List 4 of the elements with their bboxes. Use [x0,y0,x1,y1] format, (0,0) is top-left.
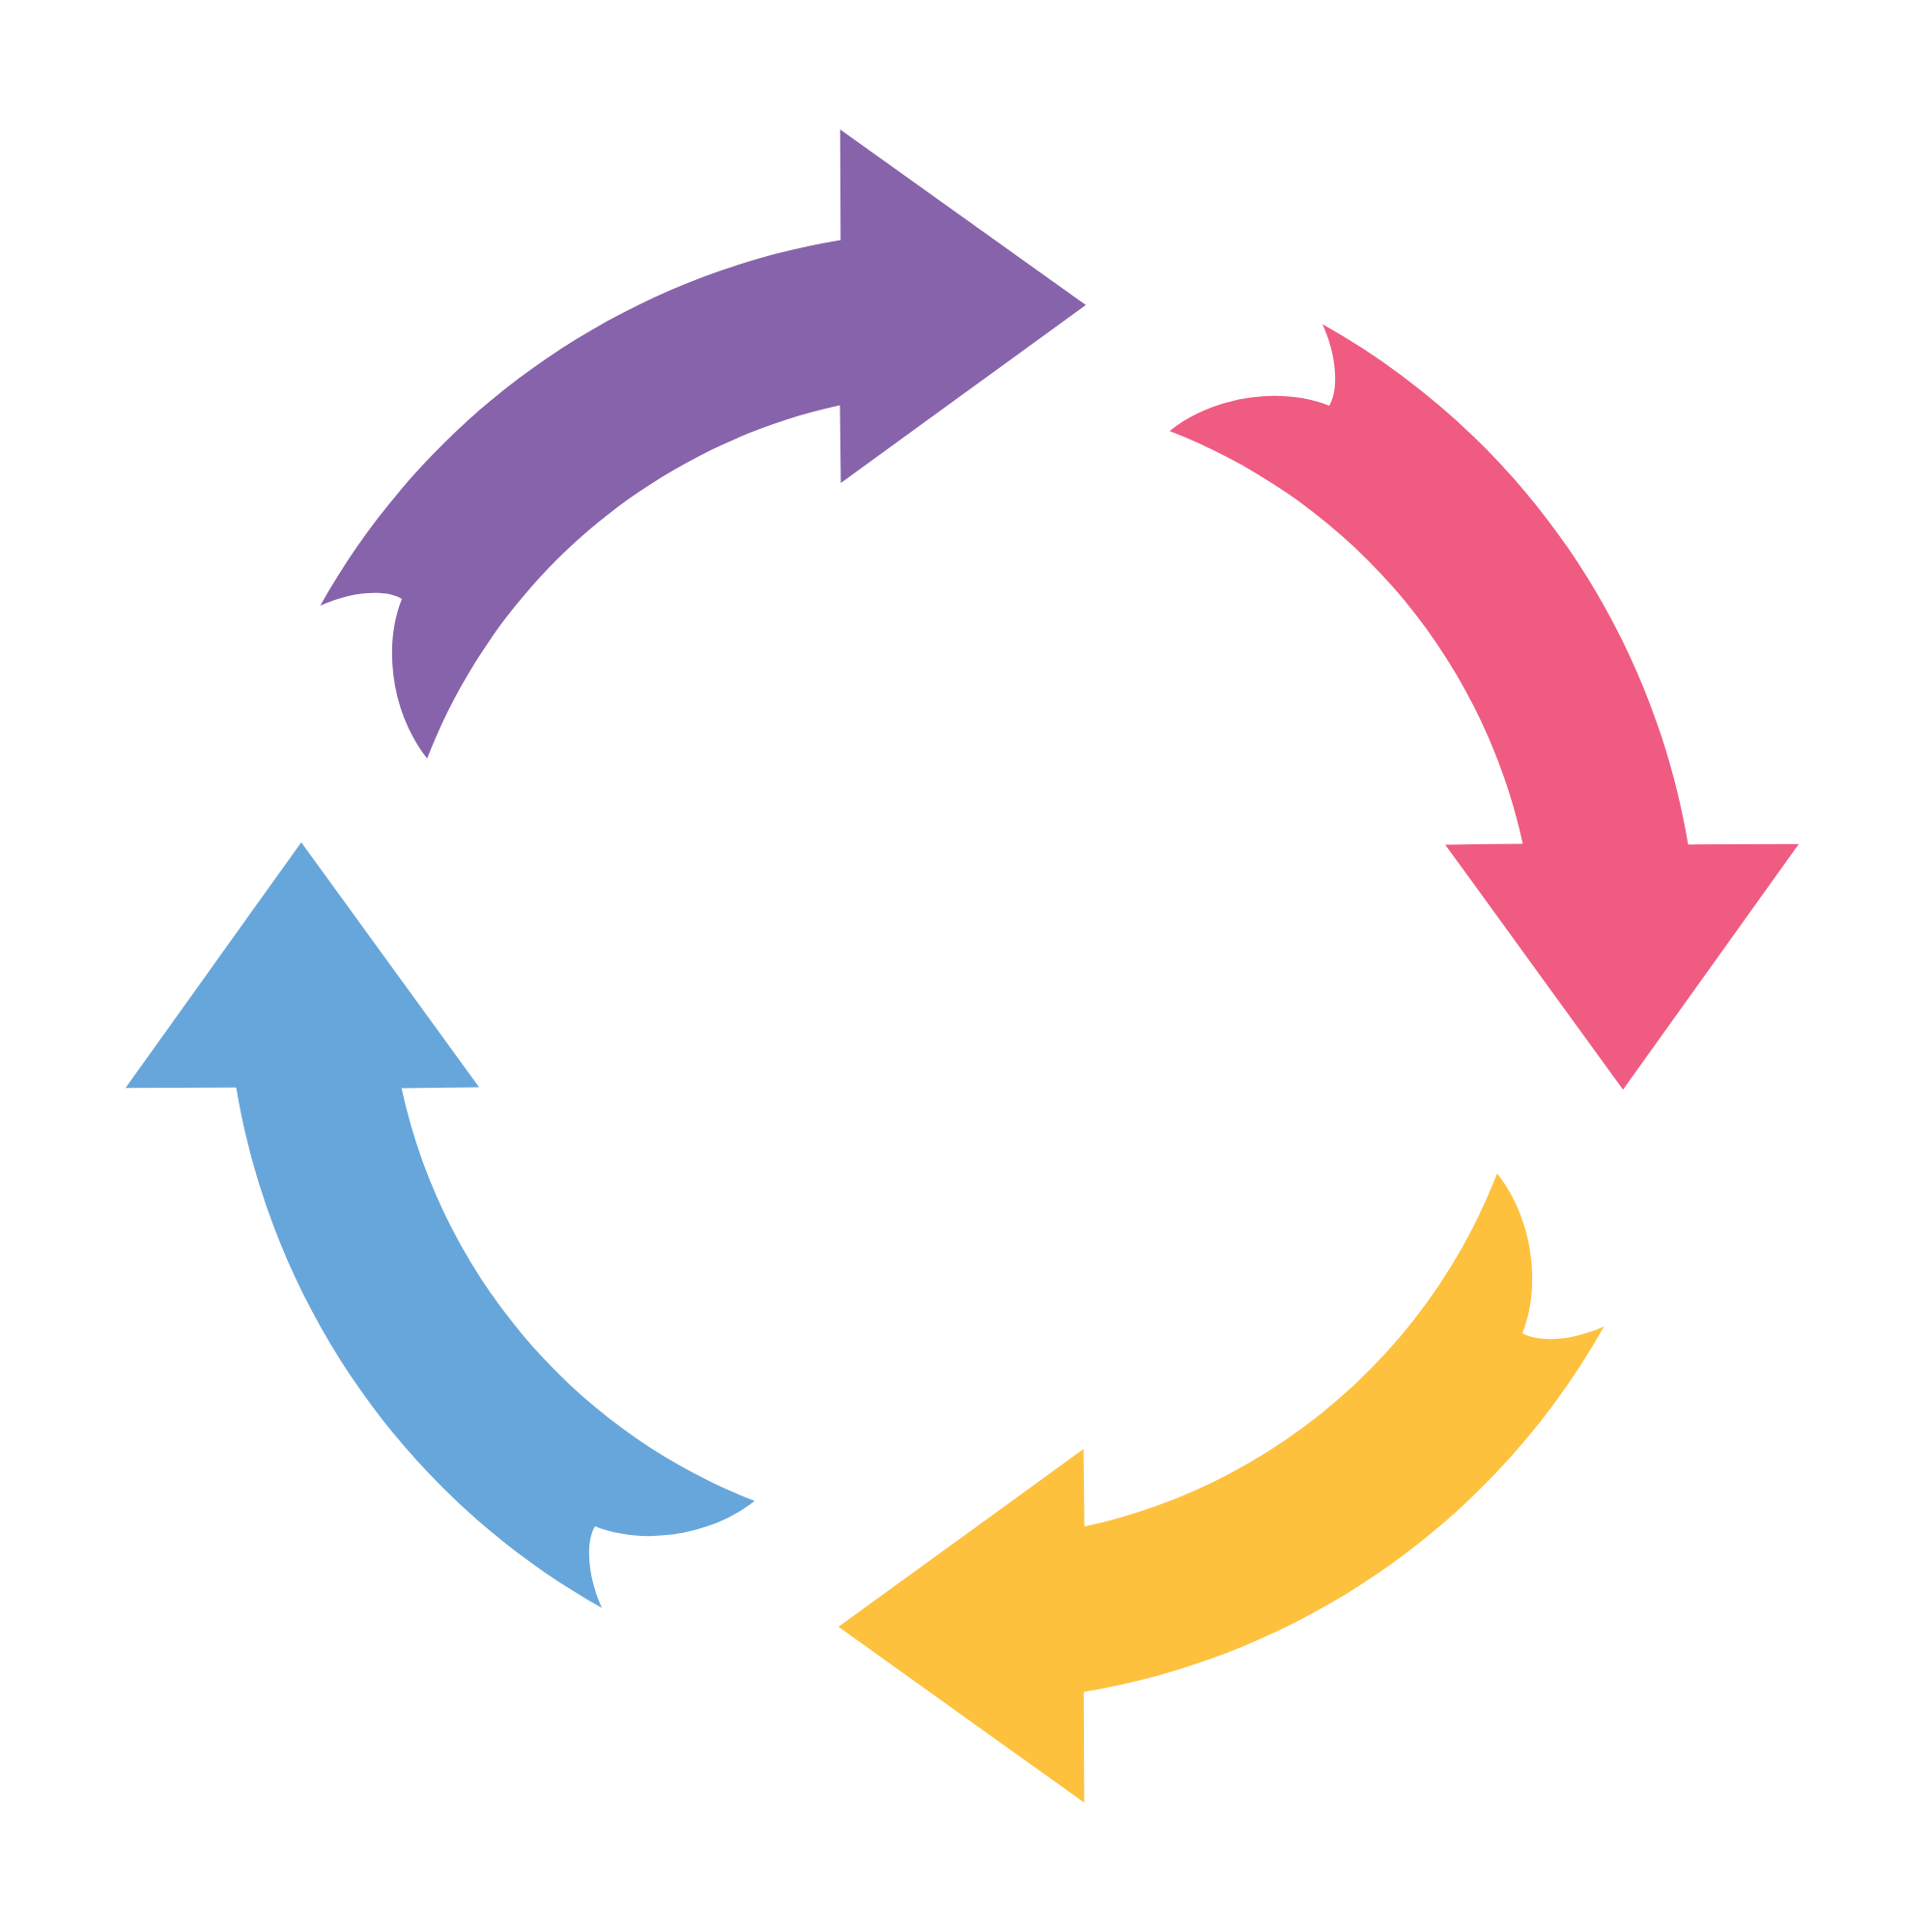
curved-arrow [320,128,1087,759]
curved-arrow [1169,324,1800,1091]
curved-arrow [838,1173,1605,1804]
curved-arrow [125,841,755,1608]
